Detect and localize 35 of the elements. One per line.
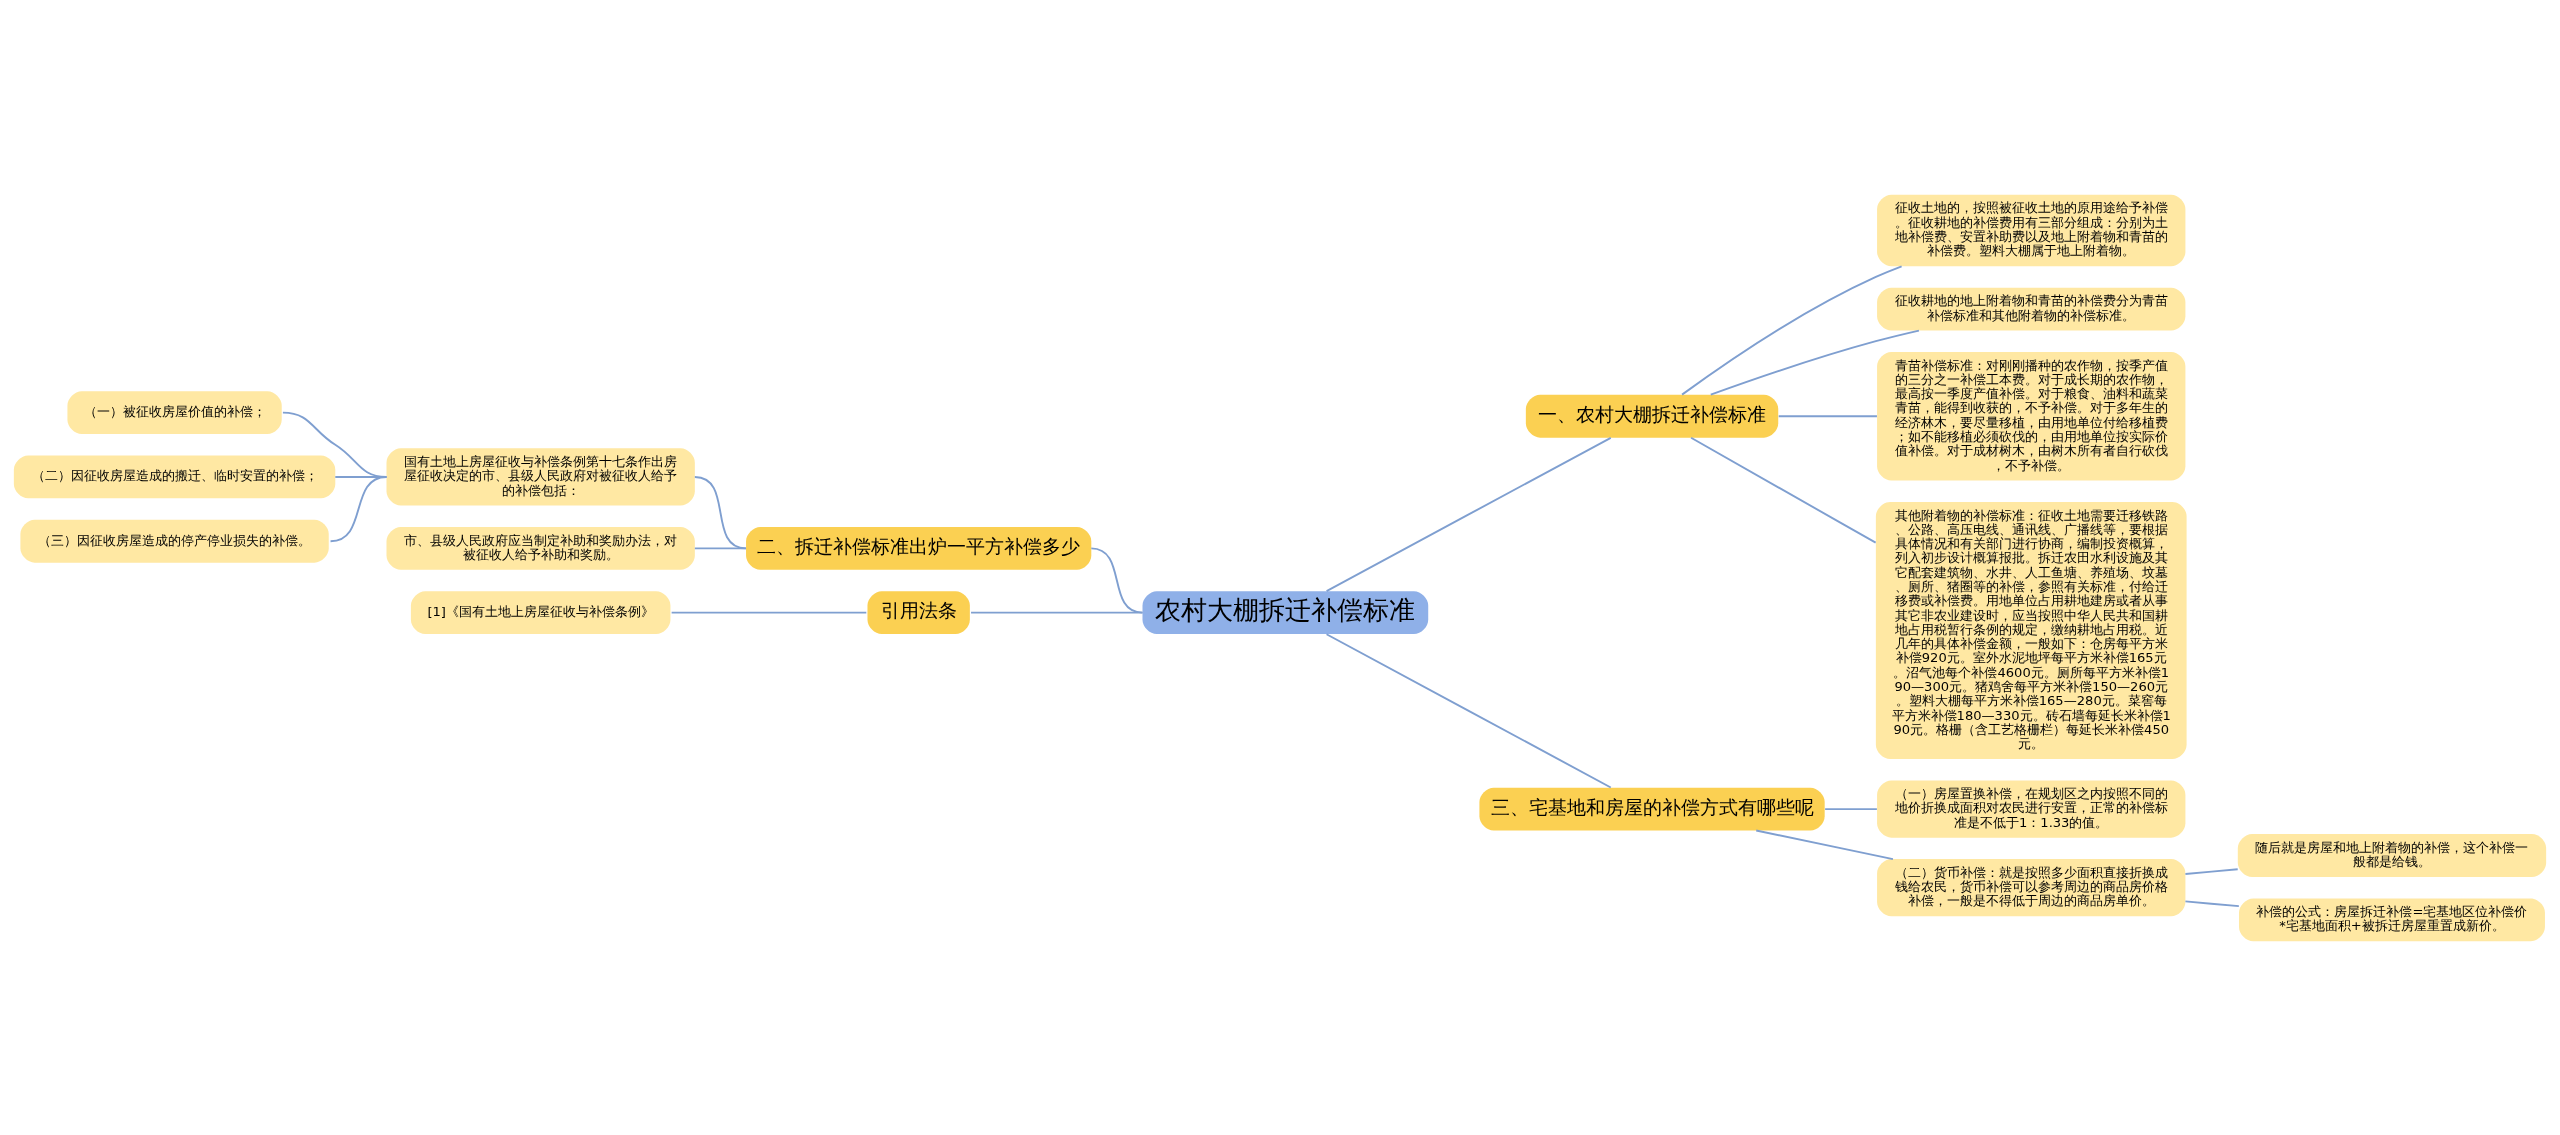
node-box: （一）房屋置换补偿，在规划区之内按照不同的地价折换成面积对农民进行安置，正常的补偿标准是不低于1：1.33的值。 [1877, 780, 2186, 838]
node-box: 征收土地的，按照被征收土地的原用途给予补偿。征收耕地的补偿费用有三部分组成：分别为土地补偿费、安置补助费以及地上附着物和青苗的补偿费。塑料大棚属于地上附着物。 [1877, 194, 2186, 266]
node-box: （二）货币补偿：就是按照多少面积直接折换成钱给农民，货币补偿可以参考周边的商品房价格补偿，一般是不得低于周边的商品房单价。 [1877, 858, 2186, 916]
connector [329, 475, 388, 542]
connector [1690, 436, 1877, 544]
connector [1681, 264, 1903, 396]
connector [1325, 632, 1612, 788]
connector [1090, 546, 1144, 614]
node-box: 二、拆迁补偿标准出炉一平方补偿多少 [746, 526, 1092, 570]
connector [693, 546, 747, 549]
node-box: 农村大棚拆迁补偿标准 [1142, 590, 1429, 634]
connector [2184, 899, 2240, 907]
connector [1325, 436, 1612, 592]
connector [1755, 829, 1894, 860]
node-box: [1]《国有土地上房屋征收与补偿条例》 [410, 590, 671, 634]
node-box: （二）因征收房屋造成的搬迁、临时安置的补偿； [13, 455, 336, 498]
node-box: 其他附着物的补偿标准：征收土地需要迁移铁路、公路、高压电线、通讯线、广播线等，要根据具体情况和有关部门进行协商，编制投资概算，列入初步设计概算报批。拆迁农田水利设施及其它配套建筑物、水井、人工鱼塘、养殖场、坟墓、厕所、猪圈等的补偿，参照有关标准，付给迁移费或补偿费。用地单位占用耕地建房或者从事其它非农业建设时，应当按照中华人民共和国耕地占用税暂行条例的规定，缴纳耕地占用税。近几年的具体补偿金额，一般如下：仓房每平方米补偿920元。室外水泥地坪每平方米补偿165元。沼气池每个补偿4600元。厕所每平方米补偿190—300元。猪鸡舍每平方米补偿150—260元。塑料大棚每平方米补偿165—280元。菜窖每平方米补偿180—330元。砖石墙每延长米补偿190元。格栅（含工艺格栅栏）每延长米补偿450元。 [1875, 501, 2187, 759]
node-box: 青苗补偿标准：对刚刚播种的农作物，按季产值的三分之一补偿工本费。对于成长期的农作物，最高按一季度产值补偿。对于粮食、油料和蔬菜青苗，能得到收获的，不予补偿。对于多年生的经济林木，要尽量移植，由用地单位付给移植费；如不能移植必须砍伐的，由用地单位按实际价值补偿。对于成材树木，由树木所有者自行砍伐，不予补偿。 [1877, 351, 2186, 480]
node-box: 市、县级人民政府应当制定补助和奖励办法，对被征收人给予补助和奖励。 [386, 526, 695, 570]
node-box: 征收耕地的地上附着物和青苗的补偿费分为青苗补偿标准和其他附着物的补偿标准。 [1877, 287, 2186, 330]
node-box: 一、农村大棚拆迁补偿标准 [1525, 394, 1779, 438]
connector [1777, 414, 1878, 417]
connector [1709, 329, 1920, 396]
node-box: 国有土地上房屋征收与补偿条例第十七条作出房屋征收决定的市、县级人民政府对被征收人给予的补偿包括： [386, 447, 695, 505]
node-box: 随后就是房屋和地上附着物的补偿，这个补偿一般都是给钱。 [2237, 833, 2547, 877]
connector [1824, 807, 1878, 810]
node-box: 引用法条 [867, 590, 970, 634]
node-box: 三、宅基地和房屋的补偿方式有哪些呢 [1479, 787, 1825, 830]
connector [970, 611, 1144, 614]
node-box: （一）被征收房屋价值的补偿； [67, 390, 282, 434]
node-box: （三）因征收房屋造成的停产停业损失的补偿。 [20, 519, 329, 563]
node-box: 补偿的公式：房屋拆迁补偿=宅基地区位补偿价*宅基地面积+被拆迁房屋重置成新价。 [2239, 897, 2545, 941]
connector [693, 475, 747, 549]
connector [670, 611, 868, 614]
connector [2184, 867, 2239, 875]
